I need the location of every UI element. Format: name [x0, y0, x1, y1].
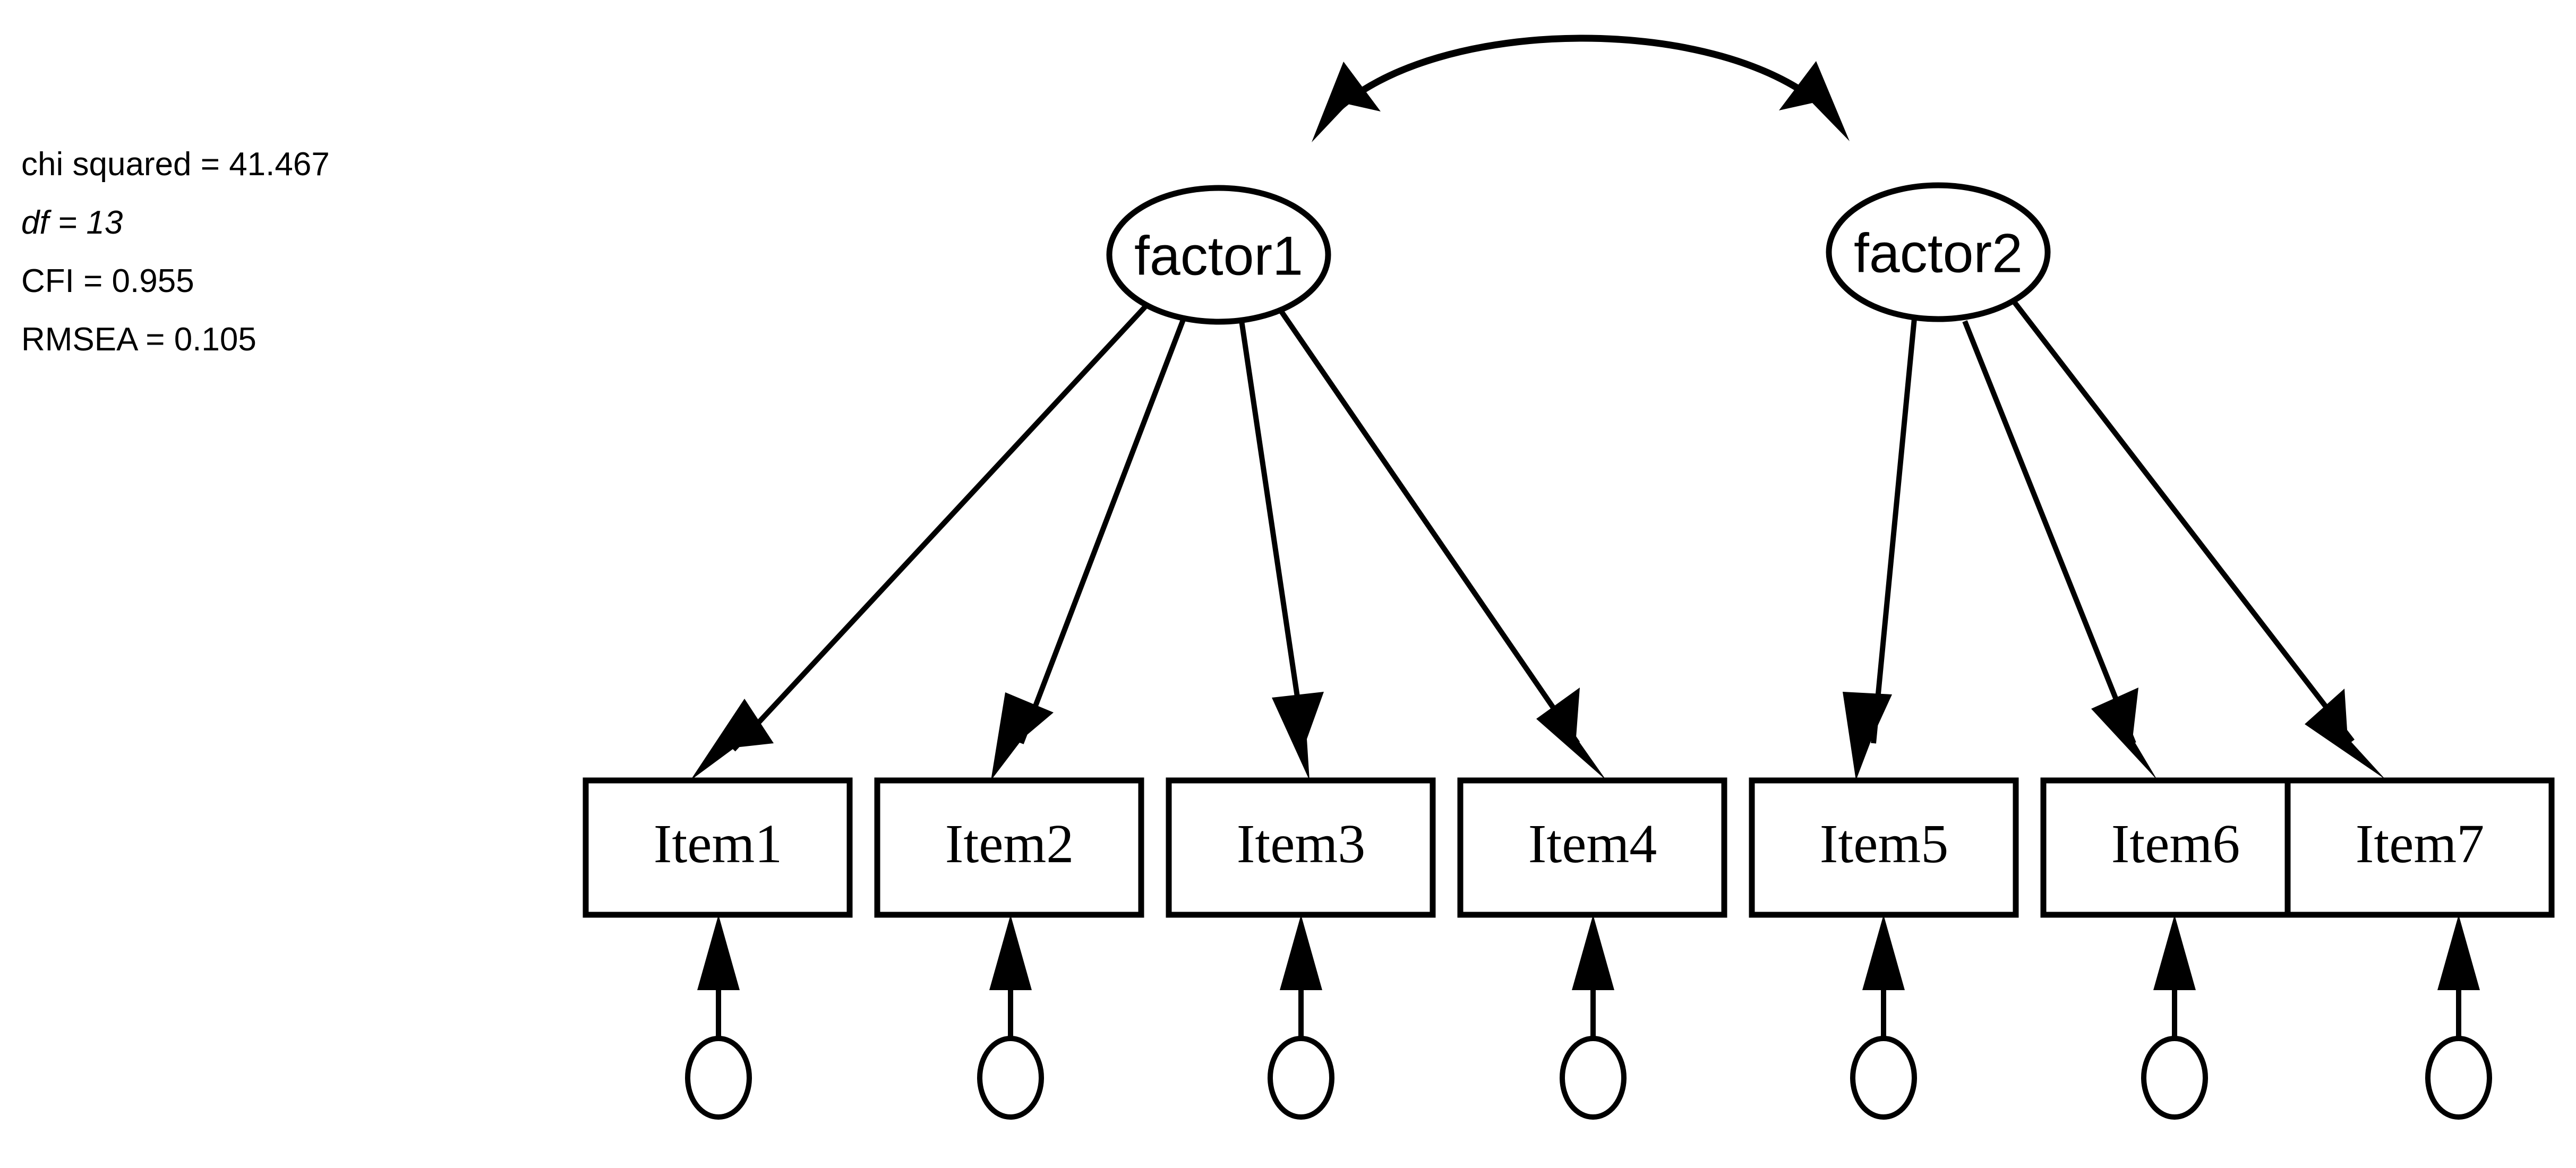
loading-paths-factor2 — [1843, 300, 2385, 780]
latent-factor-factor1[interactable]: factor1 — [1106, 185, 1331, 325]
loading-path-factor1-item4 — [1276, 305, 1580, 745]
loading-arrowhead-item6 — [2091, 688, 2158, 780]
latent-factor-factor2[interactable]: factor2 — [1826, 182, 2051, 322]
residual-arrowhead — [989, 915, 1032, 990]
loading-arrowhead-item7 — [2305, 689, 2385, 779]
residual-arrowhead — [2437, 915, 2480, 990]
item-label: Item6 — [2111, 813, 2240, 874]
residual-circle-item1[interactable] — [685, 1036, 752, 1120]
residual-arrowhead — [697, 915, 740, 990]
fit-stat-rmsea: RMSEA = 0.105 — [21, 321, 256, 358]
loading-arrowhead-item5 — [1843, 692, 1892, 780]
residual-arrowhead — [1572, 915, 1614, 990]
residual-arrowhead — [2153, 915, 2196, 990]
factor2-ellipse[interactable] — [1826, 182, 2051, 322]
residual-arrow-item6 — [2153, 915, 2196, 1038]
item-box-rect[interactable] — [1457, 777, 1727, 918]
loading-paths-factor1 — [690, 302, 1606, 780]
loading-path-factor1-item1 — [731, 302, 1150, 752]
indicator-boxes: Item1 Item2 Item3 Item4 Item5 Item6 — [583, 777, 2555, 918]
item-label: Item3 — [1237, 813, 1366, 874]
residual-arrow-item7 — [2437, 915, 2480, 1038]
item-label: Item4 — [1528, 813, 1657, 874]
factor1-label: factor1 — [1134, 225, 1303, 287]
indicator-item3[interactable]: Item3 — [1166, 777, 1436, 918]
item-label: Item2 — [945, 813, 1074, 874]
indicator-item1[interactable]: Item1 — [583, 777, 853, 918]
residual-arrow-item2 — [989, 915, 1032, 1038]
item-label: Item1 — [654, 813, 783, 874]
loading-arrowhead-item3 — [1272, 692, 1324, 780]
loading-path-factor2-item7 — [2013, 300, 2355, 743]
indicator-item4[interactable]: Item4 — [1457, 777, 1727, 918]
fit-stat-df: df = 13 — [21, 204, 123, 241]
covariance-double-arrow — [1312, 35, 1850, 142]
loading-arrowhead-item2 — [991, 692, 1054, 780]
item-label: Item5 — [1820, 813, 1949, 874]
residual-arrow-item3 — [1280, 915, 1322, 1038]
factor1-ellipse[interactable] — [1106, 185, 1331, 325]
indicator-item6[interactable]: Item6 — [2040, 777, 2310, 918]
residual-circle-item6[interactable] — [2141, 1036, 2208, 1120]
residual-arrow-item5 — [1862, 915, 1905, 1038]
fit-statistics-block: chi squared = 41.467 df = 13 CFI = 0.955… — [21, 146, 330, 358]
residual-arrowhead — [1862, 915, 1905, 990]
loading-arrowhead-item1 — [690, 699, 774, 780]
loading-path-factor2-item5 — [1871, 318, 1917, 744]
fit-stat-chi-squared: chi squared = 41.467 — [21, 146, 330, 183]
indicator-item5[interactable]: Item5 — [1749, 777, 2019, 918]
loading-path-factor1-item3 — [1239, 320, 1307, 744]
indicator-item7[interactable]: Item7 — [2284, 777, 2555, 918]
loading-path-factor1-item2 — [1019, 317, 1186, 744]
residual-arrow-item4 — [1572, 915, 1614, 1038]
loading-path-factor2-item6 — [1962, 320, 2136, 744]
residual-arrows — [697, 915, 2480, 1038]
item-box-rect[interactable] — [583, 777, 853, 918]
residual-arrow-item1 — [697, 915, 740, 1038]
residual-circles — [685, 1036, 2492, 1120]
indicator-item2[interactable]: Item2 — [874, 777, 1144, 918]
item-box-rect[interactable] — [2284, 777, 2555, 918]
covariance-curve — [1329, 35, 1831, 117]
latent-factor-nodes: factor1 factor2 — [1106, 182, 2051, 325]
residual-arrowhead — [1280, 915, 1322, 990]
residual-circle-item4[interactable] — [1560, 1036, 1627, 1120]
covariance-arrowhead-left — [1312, 62, 1381, 142]
item-box-rect[interactable] — [1749, 777, 2019, 918]
residual-circle-item3[interactable] — [1268, 1036, 1334, 1120]
factor2-label: factor2 — [1854, 222, 2023, 284]
item-label: Item7 — [2356, 813, 2485, 874]
loading-arrowhead-item4 — [1536, 688, 1606, 780]
fit-stat-cfi: CFI = 0.955 — [21, 263, 194, 299]
residual-circle-item5[interactable] — [1850, 1036, 1917, 1120]
covariance-arrowhead-right — [1779, 61, 1850, 141]
residual-circle-item2[interactable] — [977, 1036, 1044, 1120]
item-box-rect[interactable] — [874, 777, 1144, 918]
item-box-rect[interactable] — [1166, 777, 1436, 918]
residual-circle-item7[interactable] — [2425, 1036, 2492, 1120]
